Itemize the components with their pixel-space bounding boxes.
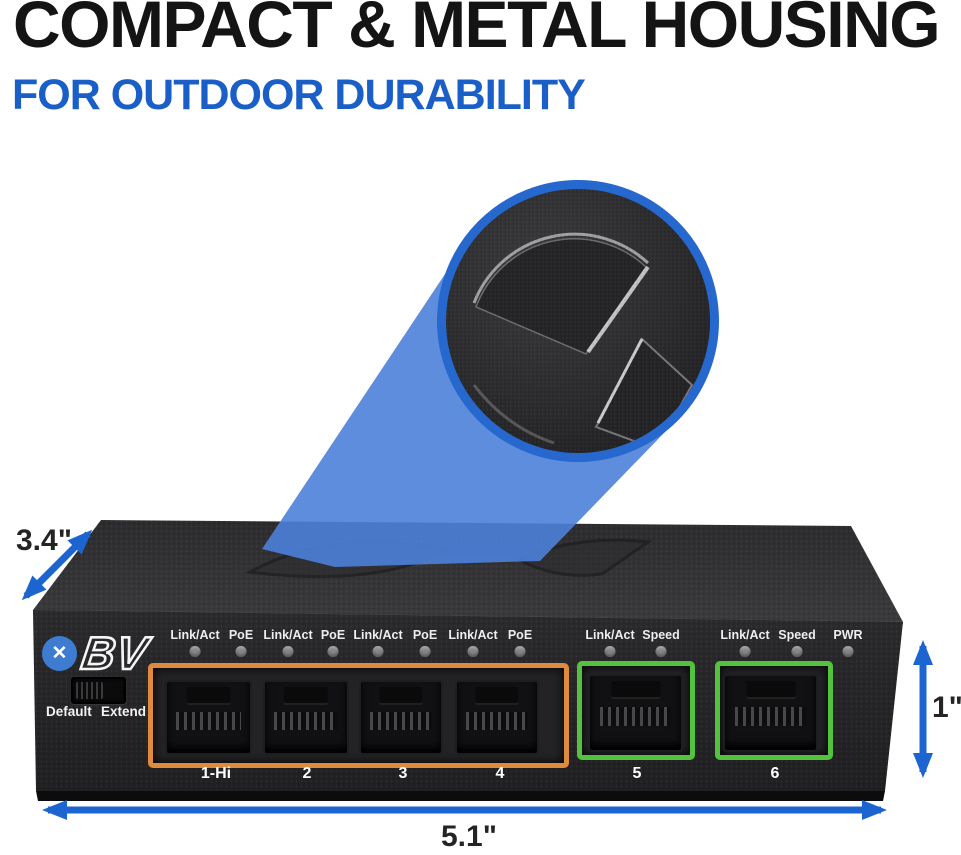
jack-pins <box>465 711 529 731</box>
led-indicator <box>604 646 616 657</box>
led-indicator <box>282 646 294 657</box>
jack-pins <box>369 711 433 731</box>
led-indicator <box>327 646 339 657</box>
metal-texture-closeup <box>446 189 710 453</box>
led-indicator <box>235 646 247 657</box>
led-indicator <box>372 646 384 657</box>
rj45-jack-port4 <box>455 680 539 755</box>
led-label: PoE <box>507 628 533 642</box>
led-indicator <box>739 646 751 657</box>
led-label: Link/Act <box>263 628 313 642</box>
port-number-label: 1-Hi <box>200 765 232 782</box>
zoom-inset-circle <box>437 180 719 462</box>
switch-label-default: Default <box>46 704 92 719</box>
port-number-label: 4 <box>495 765 505 782</box>
brand-badge: ✕ <box>42 636 77 671</box>
port-number-label: 6 <box>770 765 780 782</box>
jack-pins <box>274 711 338 731</box>
zoom-beam <box>262 253 665 567</box>
jack-pins <box>176 711 241 731</box>
led-label: Link/Act <box>448 628 498 642</box>
brand-wordmark: BV <box>77 626 153 681</box>
led-label: PoE <box>412 628 438 642</box>
led-label: Link/Act <box>585 628 635 642</box>
depth-dimension-label: 3.4" <box>16 524 72 557</box>
led-label: PoE <box>228 628 254 642</box>
jack-tab <box>745 681 796 698</box>
led-indicator <box>419 646 431 657</box>
led-indicator <box>189 646 201 657</box>
led-label: Speed <box>778 628 816 642</box>
port-number-label: 3 <box>398 765 408 782</box>
rj45-jack-port2 <box>263 680 349 755</box>
jack-tab <box>379 687 423 703</box>
headline-subtitle: FOR OUTDOOR DURABILITY <box>12 71 586 119</box>
rj45-jack-port1 <box>165 680 252 755</box>
jack-tab <box>610 681 661 698</box>
rj45-jack-port5 <box>588 674 683 752</box>
led-label: Link/Act <box>170 628 220 642</box>
rj45-jack-port6 <box>723 674 818 752</box>
led-label: Link/Act <box>720 628 770 642</box>
dimension-arrows <box>21 529 933 820</box>
led-indicator <box>467 646 479 657</box>
led-indicator <box>514 646 526 657</box>
led-indicator <box>655 646 667 657</box>
width-dimension-label: 5.1" <box>441 820 497 853</box>
height-dimension-label: 1" <box>932 691 961 724</box>
switch-label-extend: Extend <box>101 704 147 719</box>
depth-arrow <box>21 529 93 601</box>
jack-pins <box>735 707 806 727</box>
led-indicator <box>842 646 854 657</box>
led-label: PWR <box>833 628 863 642</box>
jack-pins <box>600 707 671 727</box>
rj45-jack-port3 <box>359 680 443 755</box>
port-number-label: 5 <box>632 765 642 782</box>
led-label: PoE <box>320 628 346 642</box>
jack-tab <box>283 687 329 703</box>
switch-grip <box>76 682 103 699</box>
brand-x-icon: ✕ <box>51 643 68 664</box>
jack-tab <box>186 687 231 703</box>
led-indicator <box>791 646 803 657</box>
mode-slide-switch <box>71 677 126 704</box>
led-label: Speed <box>642 628 680 642</box>
headline-title: COMPACT & METAL HOUSING <box>13 0 941 61</box>
port-number-label: 2 <box>302 765 312 782</box>
jack-tab <box>475 687 519 703</box>
led-label: Link/Act <box>353 628 403 642</box>
